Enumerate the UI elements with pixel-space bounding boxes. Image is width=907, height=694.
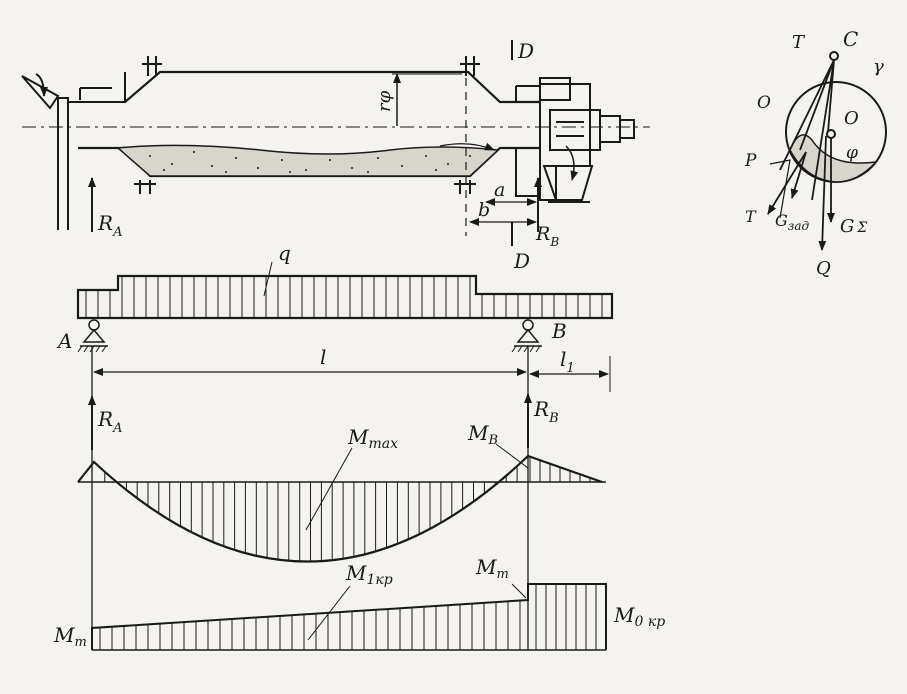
label-m1kr: M1кр — [345, 561, 393, 588]
material-dots — [149, 151, 471, 173]
label-d-top: D — [517, 39, 534, 63]
cs-label-g-zad: Gзад — [775, 211, 809, 233]
cs-label-o-left: O — [757, 93, 771, 113]
load-diagram: q A B l l1 — [56, 241, 614, 392]
label-mb: MB — [467, 421, 498, 448]
outlet-chamber — [539, 83, 591, 201]
feed-hopper — [21, 75, 60, 110]
cs-label-p: P — [744, 151, 757, 171]
cs-label-t-bottom: T — [745, 207, 757, 226]
label-ra-top: RA — [97, 211, 122, 240]
label-rb-top: RB — [535, 223, 559, 249]
label-ra-mid: RA — [97, 407, 122, 436]
cs-label-q: Q — [816, 258, 831, 279]
load-outline — [76, 274, 614, 320]
drive-housing — [549, 109, 601, 151]
drum-top — [124, 70, 540, 104]
bending-moment-diagram: Mmax MB — [77, 421, 606, 563]
feed-arrow — [35, 73, 48, 97]
cs-label-c: C — [843, 27, 858, 51]
cs-label-phi: φ — [846, 143, 858, 163]
label-b: b — [478, 199, 490, 221]
cs-label-t-top: T — [792, 32, 806, 53]
label-rb-mid: RB — [533, 397, 559, 426]
discharge-hopper — [542, 165, 594, 203]
inlet-head — [57, 97, 69, 230]
torque-outline — [91, 583, 607, 650]
label-q: q — [278, 241, 291, 265]
label-mmax: Mmax — [347, 425, 398, 452]
cs-label-o-right: O — [844, 108, 859, 129]
label-l: l — [320, 345, 326, 369]
material-charge — [116, 144, 500, 177]
label-a: a — [494, 179, 505, 201]
reactions: RA RB — [88, 393, 559, 450]
support-b — [511, 319, 542, 353]
kiln-sketch: D D rφ a b RA RB — [21, 39, 650, 273]
moment-curve — [77, 454, 603, 563]
label-mm-right: Mm — [475, 555, 509, 582]
support-a — [77, 319, 108, 353]
cs-label-gamma: γ — [873, 56, 884, 77]
label-m0kr: M0 кр — [613, 603, 665, 630]
label-d-bottom: D — [513, 249, 530, 273]
label-r-phi: rφ — [374, 90, 395, 112]
label-A: A — [56, 329, 72, 353]
label-B: B — [551, 319, 567, 343]
label-mm-left: Mm — [53, 623, 87, 650]
label-l1: l1 — [560, 347, 575, 376]
torque-diagram: M1кр Mm Mm M0 кр — [53, 555, 665, 651]
